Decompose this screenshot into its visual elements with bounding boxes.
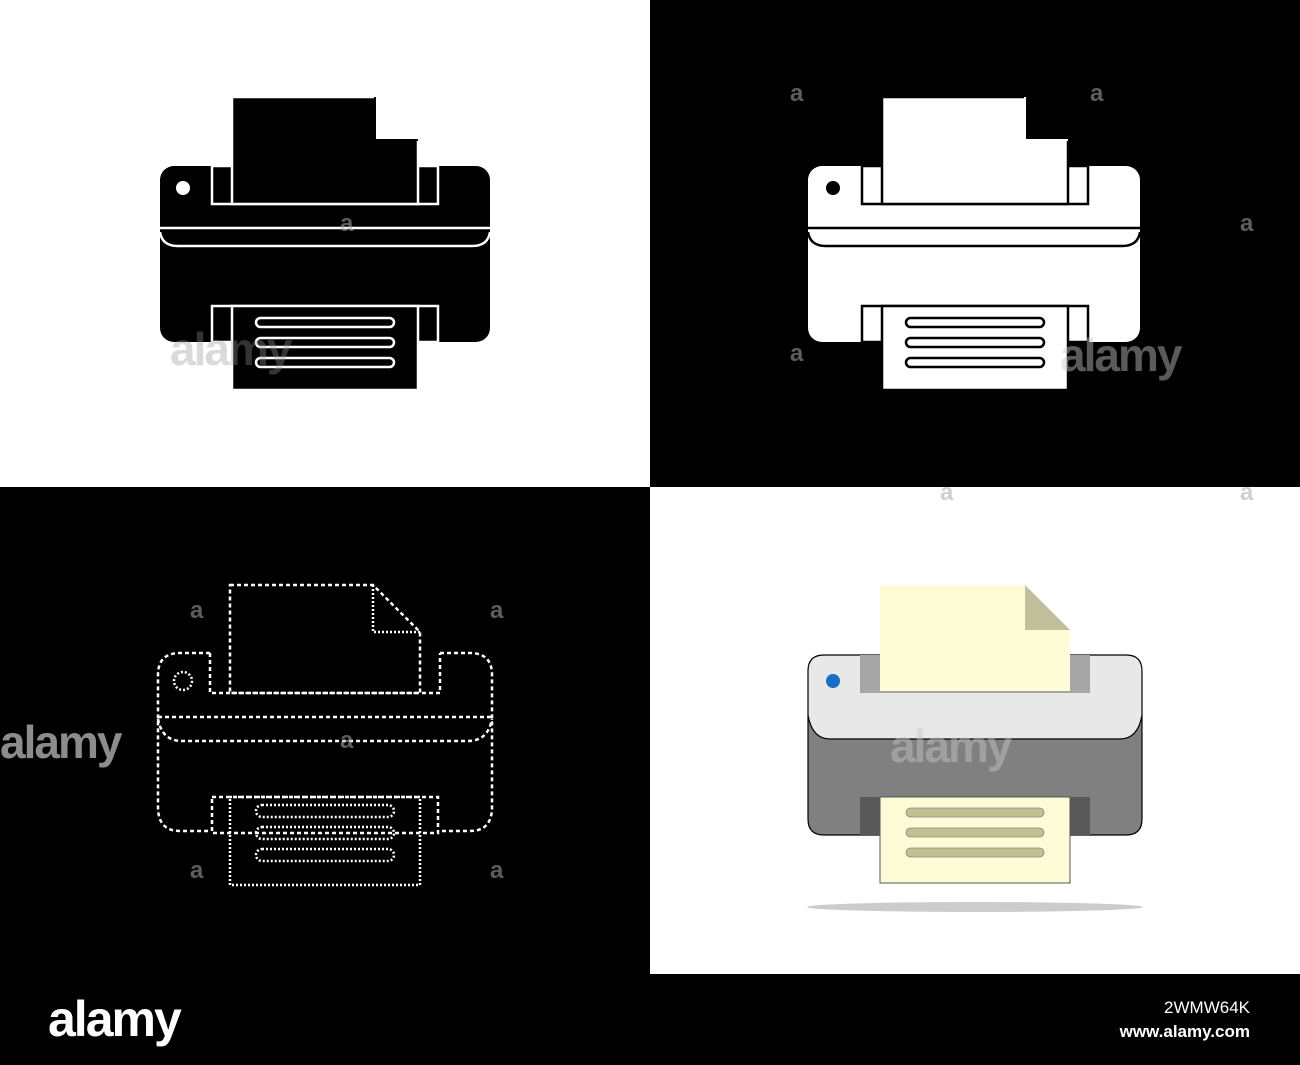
color-printer-panel: a a alamy [650, 487, 1300, 974]
watermark-letter: a [340, 210, 354, 237]
watermark-word: alamy [1060, 329, 1182, 381]
solid-printer-panel: a alamy [0, 0, 650, 487]
watermark-letter: a [190, 857, 204, 884]
watermark-letter: a [490, 597, 504, 624]
watermark-letter: a [490, 857, 504, 884]
footer-bar: alamy 2WMW64K www.alamy.com [0, 974, 1300, 1065]
printer-color-icon [807, 585, 1143, 912]
watermark-word: alamy [890, 720, 1012, 772]
watermark-letter: a [790, 340, 804, 367]
printer-dashed-icon [156, 583, 494, 887]
image-id: 2WMW64K [1164, 998, 1250, 1017]
site-url: www.alamy.com [1119, 1022, 1250, 1041]
printer-outline-icon [806, 95, 1142, 392]
watermark-letter: a [190, 597, 204, 624]
dashed-printer-panel: a a a a a alamy [0, 487, 650, 974]
watermark-word: alamy [170, 323, 292, 375]
watermark-letter: a [940, 487, 954, 506]
watermark-letter: a [790, 80, 804, 107]
watermark-letter: a [340, 727, 354, 754]
watermark-word: alamy [0, 716, 122, 768]
watermark-letter: a [1240, 487, 1254, 506]
outline-printer-panel: a a a a alamy [650, 0, 1300, 487]
watermark-letter: a [1240, 210, 1254, 237]
watermark-letter: a [1090, 80, 1104, 107]
printer-solid-icon [158, 95, 492, 392]
brand-logo: alamy [48, 991, 182, 1047]
